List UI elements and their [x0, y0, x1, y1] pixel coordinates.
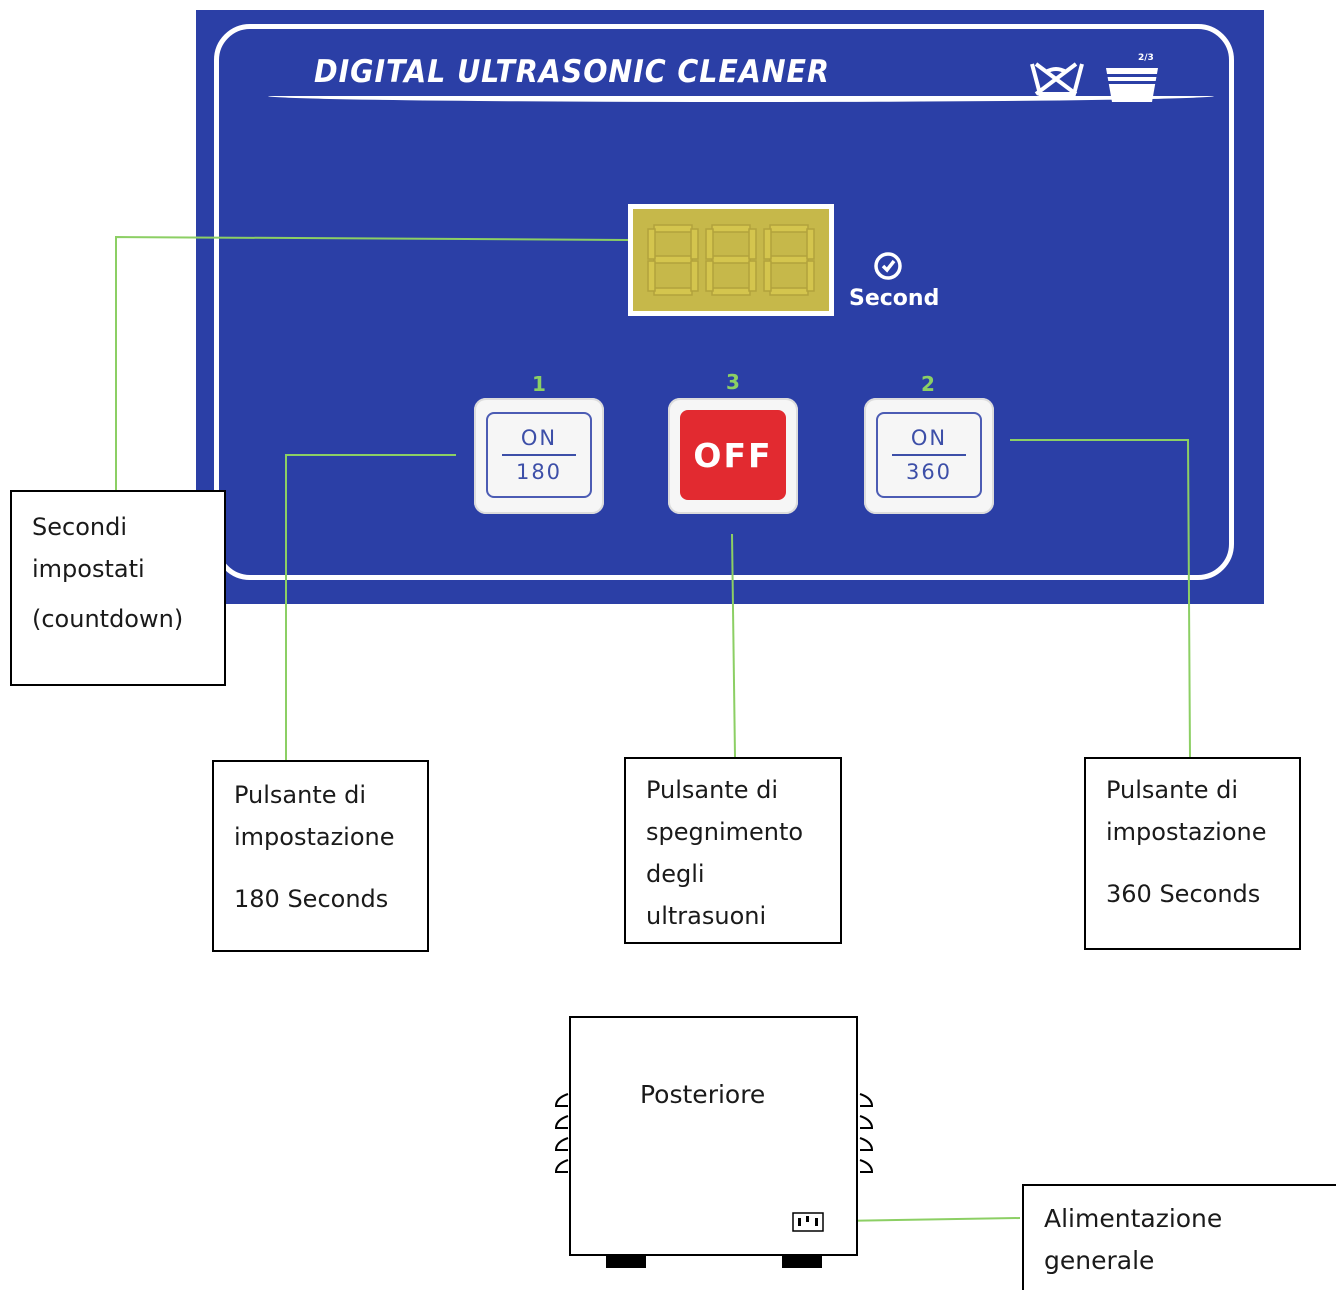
right-foot: [782, 1256, 822, 1268]
power-leader: [837, 1217, 1021, 1222]
do-not-wash-icon: [1030, 62, 1084, 96]
left-side-handle: [554, 1093, 569, 1173]
digit-2: [705, 224, 757, 296]
rear-view-box: [569, 1016, 858, 1256]
title-underline: [268, 96, 1214, 102]
button-number-1: 1: [532, 372, 546, 396]
off-button-callout: Pulsante di spegnimento degli ultrasuoni: [624, 757, 842, 944]
left-foot: [606, 1256, 646, 1268]
on-180-bottom-label: 180: [515, 460, 563, 484]
right-side-handle: [859, 1093, 874, 1173]
countdown-display: [628, 204, 834, 316]
second-label: Second: [849, 286, 940, 311]
button-number-2: 2: [921, 372, 935, 396]
on-360-button[interactable]: ON 360: [864, 398, 994, 514]
power-callout: Alimentazione generale: [1022, 1184, 1336, 1290]
display-callout: Secondi impostati (countdown): [10, 490, 226, 686]
on-180-button[interactable]: ON 180: [474, 398, 604, 514]
button-180-callout: Pulsante di impostazione 180 Seconds: [212, 760, 429, 952]
on-180-top-label: ON: [520, 426, 558, 450]
digit-3: [763, 224, 815, 296]
off-button[interactable]: OFF: [668, 398, 798, 514]
power-socket-icon: [792, 1212, 824, 1232]
button-number-3: 3: [726, 370, 740, 394]
panel-title: DIGITAL ULTRASONIC CLEANER: [314, 54, 830, 90]
off-button-label: OFF: [680, 410, 786, 500]
on-360-top-label: ON: [910, 426, 948, 450]
control-panel: DIGITAL ULTRASONIC CLEANER 2/3: [196, 10, 1264, 604]
on-360-bottom-label: 360: [905, 460, 953, 484]
fill-level-basin-icon: 2/3: [1106, 53, 1158, 102]
fill-level-mark: 2/3: [1138, 53, 1154, 63]
seven-segment-digits: [647, 224, 815, 296]
care-icons: 2/3: [1030, 53, 1158, 102]
rear-view-label: Posteriore: [640, 1080, 766, 1109]
clock-icon: [874, 252, 902, 280]
digit-1: [647, 224, 699, 296]
button-360-callout: Pulsante di impostazione 360 Seconds: [1084, 757, 1301, 950]
